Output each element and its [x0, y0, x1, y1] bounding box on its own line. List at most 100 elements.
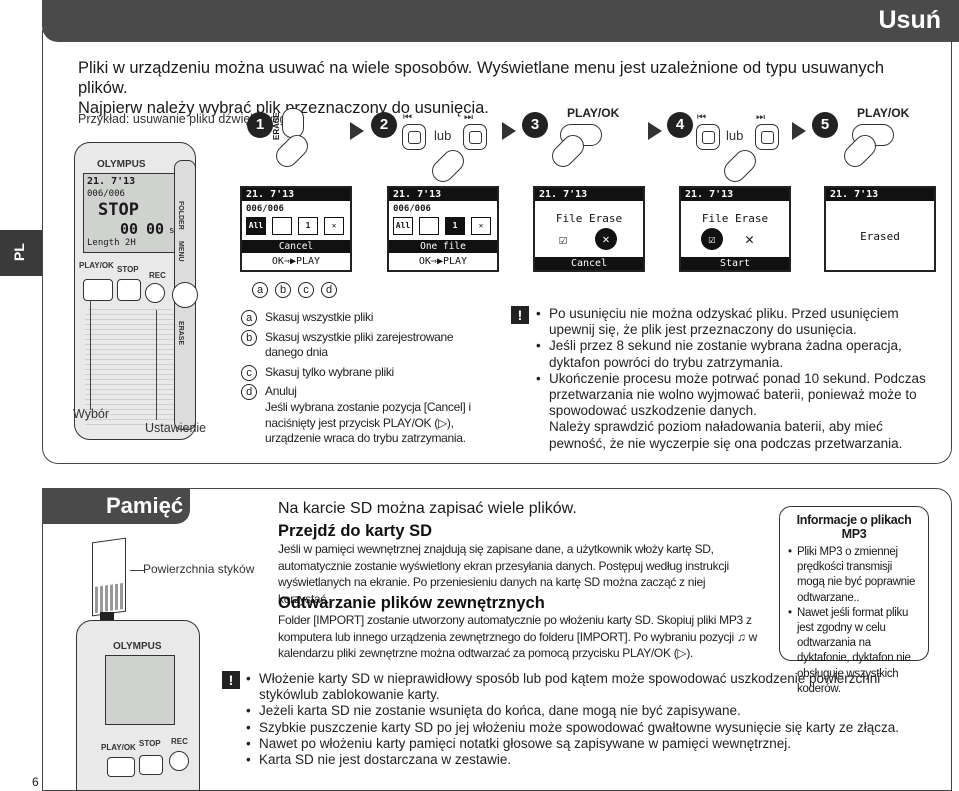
- legend-item: c Skasuj tylko wybrane pliki: [241, 364, 481, 381]
- device-play-label: PLAY/OK: [101, 743, 136, 752]
- intro-text: Pliki w urządzeniu można usuwać na wiele…: [78, 58, 938, 118]
- screen-date: 21. 7'13: [681, 188, 789, 201]
- screen-delete-menu-one-file: 21. 7'13 006/006 All 1 ✕ One file OK⇒▶PL…: [387, 186, 499, 272]
- device-play-button: [107, 757, 135, 777]
- single-file-icon: 1: [298, 217, 318, 235]
- warning-item: Jeśli przez 8 sekund nie zostanie wybran…: [536, 338, 936, 370]
- arrow-right-icon: [350, 122, 364, 140]
- checkmark-icon: ☑: [559, 232, 568, 248]
- device-rec-label: REC: [171, 737, 188, 746]
- device-screen-length: Length 2H: [87, 238, 136, 248]
- prev-key-icon: [696, 124, 720, 150]
- device-brand: OLYMPUS: [113, 641, 162, 652]
- callout-b: b: [275, 282, 291, 298]
- legend-letter: a: [241, 310, 257, 326]
- screen-selection-bar: Cancel: [535, 257, 643, 270]
- step-number: 2: [371, 112, 397, 138]
- legend-item: d Anuluj: [241, 384, 481, 401]
- prev-key-icon: [402, 124, 426, 150]
- legend-letter: c: [241, 364, 257, 381]
- heading-sd: Przejdź do karty SD: [278, 522, 433, 540]
- warning-item: Szybkie puszczenie karty SD po jej włoże…: [246, 720, 926, 736]
- step-number: 4: [667, 112, 693, 138]
- screen-file: 006/006: [393, 204, 431, 214]
- prev-icon: ⏮: [403, 112, 412, 123]
- legend-text: Anuluj: [265, 384, 297, 399]
- device-screen-unit: s: [169, 226, 175, 236]
- screen-file-erase-cancel: 21. 7'13 File Erase ☑ ✕ Cancel: [533, 186, 645, 272]
- device-brand: OLYMPUS: [97, 159, 146, 170]
- section-title-bar: Pamięć: [42, 488, 190, 524]
- screen-title: File Erase: [555, 212, 623, 225]
- screen-erased: 21. 7'13 Erased: [824, 186, 936, 272]
- next-key-icon: [755, 124, 779, 150]
- warning-list: Włożenie karty SD w nieprawidłowy sposób…: [246, 671, 926, 768]
- legend-letter: d: [241, 384, 257, 401]
- language-tab: PL: [0, 230, 42, 276]
- legend-text: Skasuj wszystkie pliki zarejestrowane da…: [265, 329, 454, 360]
- heading-external: Odtwarzanie plików zewnętrznych: [278, 594, 545, 612]
- screen-selection-bar: Cancel: [242, 240, 350, 253]
- mp3-info-title: Informacje o plikach MP3: [796, 513, 912, 541]
- screen-ok-hint: OK⇒▶PLAY: [418, 256, 468, 267]
- device-screen-date: 21. 7'13: [87, 176, 136, 187]
- legend: a Skasuj wszystkie pliki b Skasuj wszyst…: [241, 310, 481, 447]
- screen-file-erase-start: 21. 7'13 File Erase ☑ ✕ Start: [679, 186, 791, 272]
- legend-letter: b: [241, 329, 257, 346]
- voice-recorder-device: OLYMPUS PLAY/OK STOP REC: [76, 620, 200, 791]
- warning-item: Jeżeli karta SD nie zostanie wsunięta do…: [246, 703, 926, 719]
- callout-c: c: [298, 282, 314, 298]
- device-folder-label: FOLDER: [177, 201, 184, 230]
- arrow-right-icon: [502, 122, 516, 140]
- warning-item: Ukończenie procesu może potrwać ponad 10…: [536, 371, 936, 420]
- next-icon: ⏭: [464, 112, 473, 123]
- next-icon: ⏭: [756, 112, 765, 123]
- warning-item: Nawet po włożeniu karty pamięci notatki …: [246, 736, 926, 752]
- title-bar: Usuń: [42, 0, 959, 42]
- screen-title: File Erase: [701, 212, 769, 225]
- erase-label: ERASE: [272, 112, 281, 140]
- date-files-icon: [419, 217, 439, 235]
- erase-button-illustration: ERASE: [268, 106, 313, 172]
- device-erase-label: ERASE: [177, 321, 184, 346]
- legend-item: a Skasuj wszystkie pliki: [241, 310, 481, 326]
- arrow-right-icon: [648, 122, 662, 140]
- cancel-x-icon: ✕: [471, 217, 491, 235]
- screen-selection-bar: Start: [681, 257, 789, 270]
- device-screen-mode: STOP: [98, 200, 139, 220]
- warning-list: Po usunięciu nie można odzyskać pliku. P…: [536, 306, 936, 452]
- callout-d: d: [321, 282, 337, 298]
- device-play-button: [83, 279, 113, 301]
- device-screen-time2: 00: [146, 220, 165, 238]
- warning-icon: !: [511, 306, 529, 324]
- device-stop-button: [117, 279, 141, 301]
- warning-item: Po usunięciu nie można odzyskać pliku. P…: [536, 306, 936, 338]
- all-icon: All: [246, 217, 266, 235]
- section-title: Pamięć: [106, 493, 184, 518]
- legend-item: b Skasuj wszystkie pliki zarejestrowane …: [241, 329, 481, 361]
- device-screen-file: 006/006: [87, 189, 125, 199]
- play-ok-label: PLAY/OK: [857, 106, 910, 120]
- cancel-x-icon: ✕: [324, 217, 344, 235]
- screen-date: 21. 7'13: [242, 188, 350, 201]
- warning-item-continued: Należy sprawdzić poziom naładowania bate…: [549, 419, 903, 451]
- page-number: 6: [32, 775, 39, 789]
- leader-line: [156, 310, 157, 420]
- screen-date: 21. 7'13: [535, 188, 643, 201]
- screen-delete-menu-cancel: 21. 7'13 006/006 All 1 ✕ Cancel OK⇒▶PLAY: [240, 186, 352, 272]
- warning-icon: !: [222, 671, 240, 689]
- warning-item: Włożenie karty SD w nieprawidłowy sposób…: [246, 671, 926, 703]
- label-wybor: Wybór: [73, 407, 110, 421]
- device-jog-dial: [172, 282, 198, 308]
- step-number: 3: [522, 112, 548, 138]
- date-files-icon: [272, 217, 292, 235]
- all-icon: All: [393, 217, 413, 235]
- arrow-right-icon: [792, 122, 806, 140]
- or-label: lub: [434, 128, 452, 143]
- device-rec-button: [145, 283, 165, 303]
- or-label: lub: [726, 128, 744, 143]
- cancel-x-icon: ✕: [595, 228, 617, 250]
- paragraph-sd: Jeśli w pamięci wewnętrznej znajdują się…: [278, 542, 729, 606]
- callout-a: a: [252, 282, 268, 298]
- page-title: Usuń: [878, 6, 942, 34]
